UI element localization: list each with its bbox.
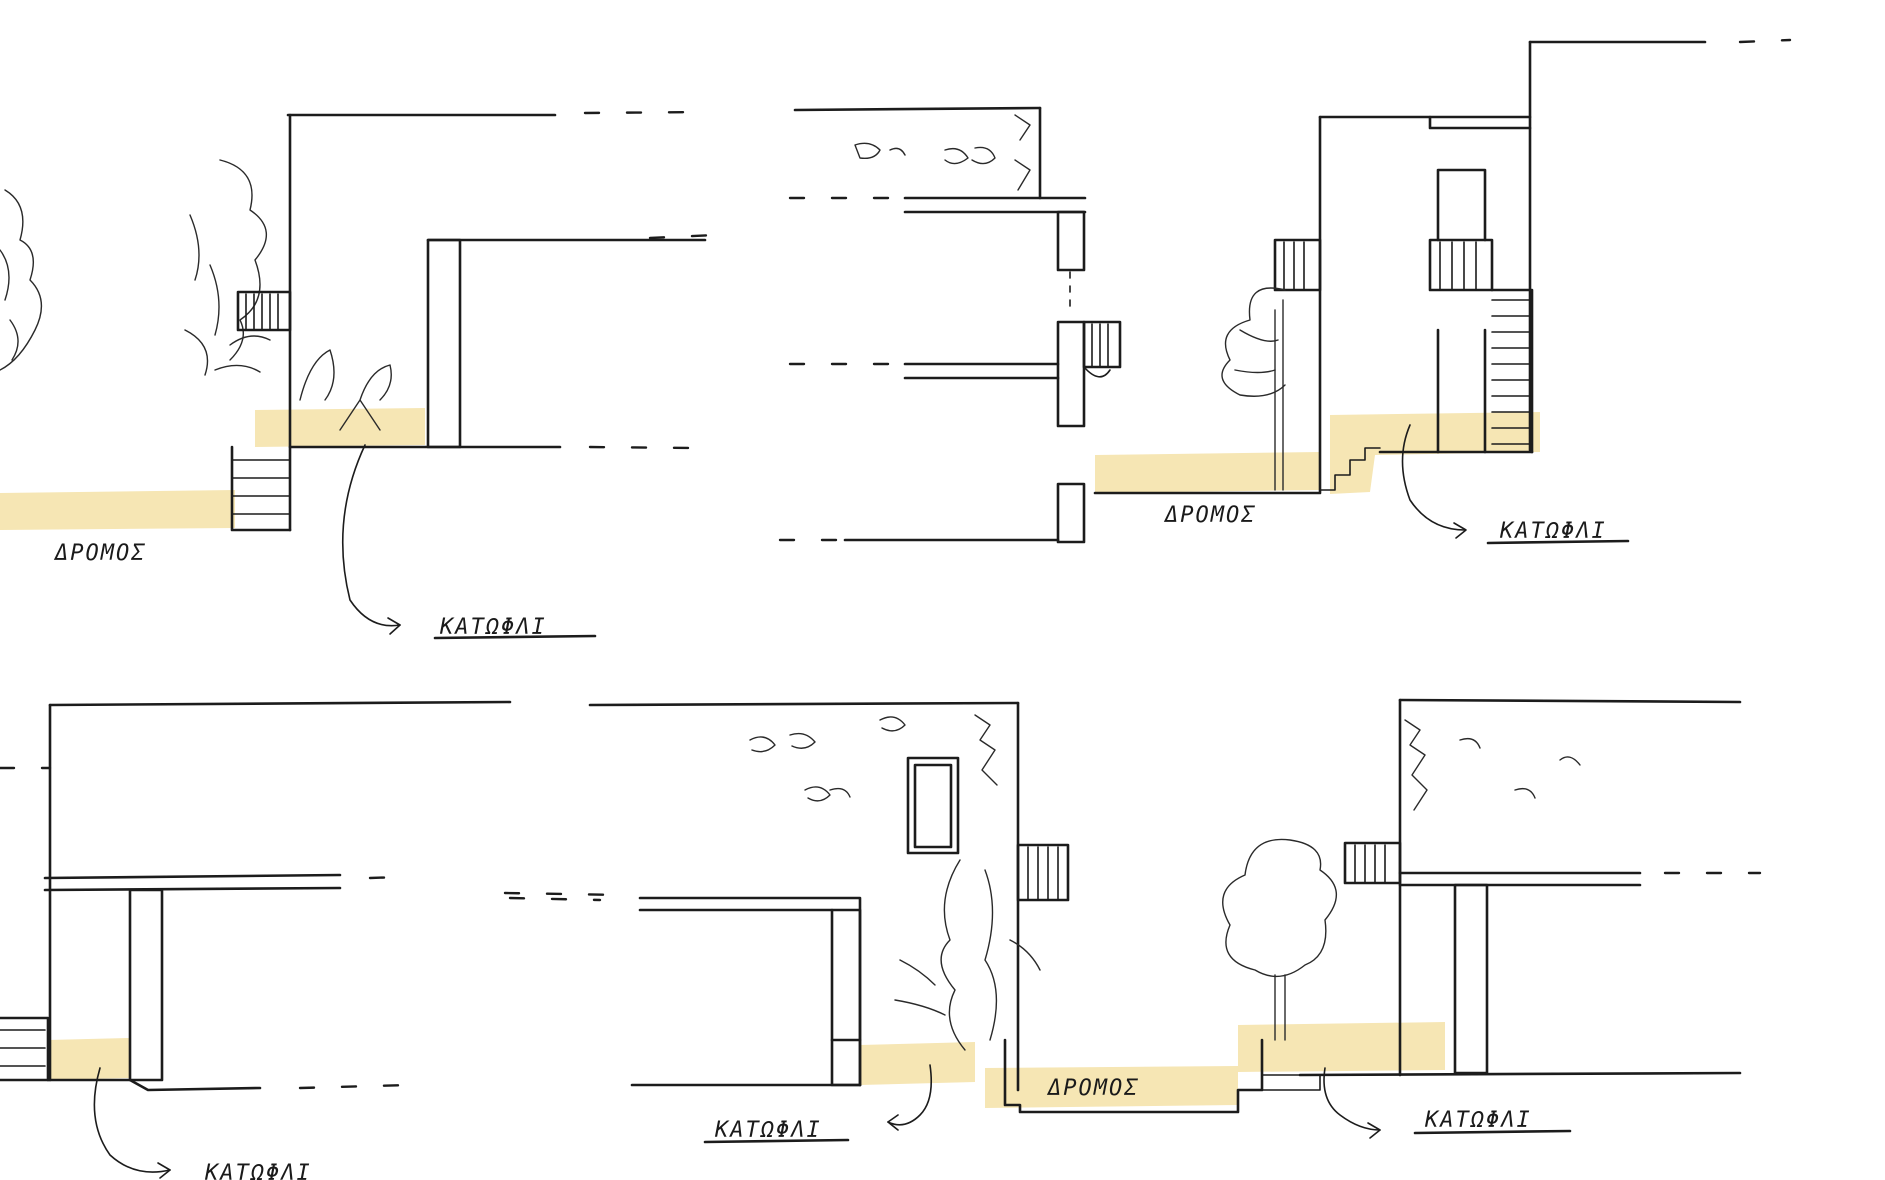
threshold-highlight-left bbox=[860, 1042, 975, 1085]
tree-icon bbox=[894, 859, 1041, 1051]
street-highlight bbox=[985, 1066, 1238, 1108]
street-label: ΔΡΟΜΟΣ bbox=[1046, 1076, 1139, 1101]
tree-icon bbox=[1221, 287, 1286, 491]
tree-icon bbox=[1222, 838, 1338, 1041]
tree-icon bbox=[0, 189, 43, 371]
threshold-label-right: ΚΑΤΩΦΛΙ bbox=[1424, 1108, 1532, 1133]
street-highlight bbox=[1095, 452, 1320, 493]
stone-texture-icon bbox=[749, 714, 1581, 811]
threshold-highlight bbox=[48, 1038, 130, 1080]
street-label: ΔΡΟΜΟΣ bbox=[1163, 503, 1256, 528]
section-3-sketch: ΔΡΟΜΟΣ ΚΑΤΩΦΛΙ bbox=[1093, 38, 1792, 545]
threshold-highlight-right bbox=[1238, 1022, 1445, 1072]
section-1-sketch: ΔΡΟΜΟΣ ΚΑΤΩΦΛΙ bbox=[0, 110, 717, 640]
stone-texture-icon bbox=[854, 114, 1031, 191]
threshold-label: ΚΑΤΩΦΛΙ bbox=[204, 1161, 312, 1180]
threshold-label: ΚΑΤΩΦΛΙ bbox=[1499, 519, 1607, 544]
threshold-highlight bbox=[255, 408, 425, 447]
section-2-sketch bbox=[778, 106, 1122, 544]
threshold-label-left: ΚΑΤΩΦΛΙ bbox=[714, 1118, 822, 1143]
street-highlight bbox=[0, 490, 235, 530]
section-4-sketch: ΚΑΤΩΦΛΙ bbox=[0, 700, 622, 1180]
vine-icon bbox=[184, 159, 271, 376]
section-5-sketch: ΔΡΟΜΟΣ ΚΑΤΩΦΛΙ ΚΑΤΩΦΛΙ bbox=[508, 698, 1762, 1144]
street-label: ΔΡΟΜΟΣ bbox=[53, 541, 146, 566]
